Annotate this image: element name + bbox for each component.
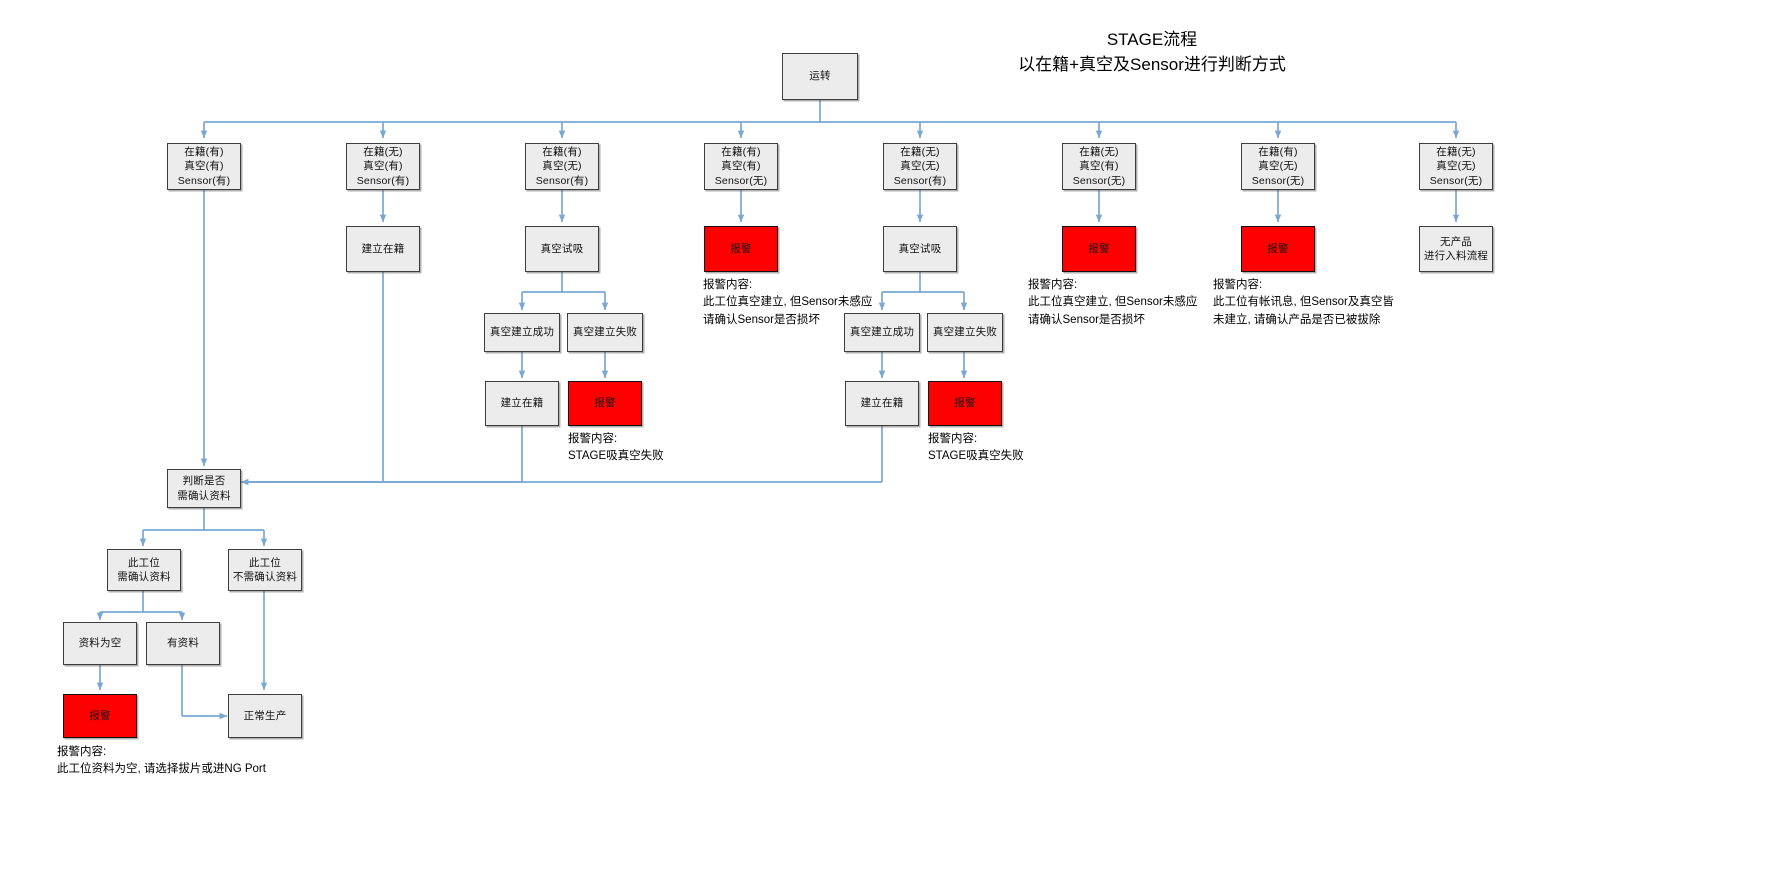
node-col5-vacuum-test[interactable]: 真空试吸 — [883, 226, 957, 272]
node-col6-alarm[interactable]: 报警 — [1062, 226, 1136, 272]
node-final-alarm[interactable]: 报警 — [63, 694, 137, 738]
node-col3-vacuum-fail[interactable]: 真空建立失败 — [567, 313, 643, 352]
note-final-alarm-content: 报警内容: 此工位资料为空, 请选择拔片或进NG Port — [57, 746, 266, 776]
node-station-no-confirm[interactable]: 此工位 不需确认资料 — [228, 549, 302, 591]
node-condition-7[interactable]: 在籍(有) 真空(无) Sensor(无) — [1241, 143, 1315, 190]
node-data-empty[interactable]: 资料为空 — [63, 622, 137, 665]
node-condition-3[interactable]: 在籍(有) 真空(无) Sensor(有) — [525, 143, 599, 190]
node-col3-alarm[interactable]: 报警 — [568, 381, 642, 426]
diagram-title-line-2: 以在籍+真空及Sensor进行判断方式 — [1018, 54, 1286, 74]
node-col5-vacuum-fail[interactable]: 真空建立失败 — [927, 313, 1003, 352]
note-col6-alarm-content: 报警内容: 此工位真空建立, 但Sensor未感应 请确认Sensor是否损坏 — [1028, 279, 1198, 326]
node-normal-production[interactable]: 正常生产 — [228, 694, 302, 738]
node-data-present[interactable]: 有资料 — [146, 622, 220, 665]
diagram-title: STAGE流程 以在籍+真空及Sensor进行判断方式 — [882, 28, 1422, 77]
node-root-operation[interactable]: 运转 — [782, 53, 858, 100]
node-condition-6[interactable]: 在籍(无) 真空(有) Sensor(无) — [1062, 143, 1136, 190]
node-col3-vacuum-test[interactable]: 真空试吸 — [525, 226, 599, 272]
node-col8-no-product[interactable]: 无产品 进行入料流程 — [1419, 226, 1493, 272]
node-judge-need-data-confirm[interactable]: 判断是否 需确认资料 — [167, 469, 241, 508]
node-col2-create-registration[interactable]: 建立在籍 — [346, 226, 420, 272]
node-condition-2[interactable]: 在籍(无) 真空(有) Sensor(有) — [346, 143, 420, 190]
node-station-needs-confirm[interactable]: 此工位 需确认资料 — [107, 549, 181, 591]
note-col7-alarm-content: 报警内容: 此工位有帐讯息, 但Sensor及真空皆 未建立, 请确认产品是否已… — [1213, 279, 1394, 326]
node-col3-vacuum-success[interactable]: 真空建立成功 — [484, 313, 560, 352]
note-col5-alarm-content: 报警内容: STAGE吸真空失败 — [928, 433, 1024, 463]
node-col3-create-registration[interactable]: 建立在籍 — [485, 381, 559, 426]
diagram-title-line-1: STAGE流程 — [1106, 30, 1198, 49]
note-col4-alarm-content: 报警内容: 此工位真空建立, 但Sensor未感应 请确认Sensor是否损坏 — [703, 279, 873, 326]
node-col7-alarm[interactable]: 报警 — [1241, 226, 1315, 272]
node-col5-vacuum-success[interactable]: 真空建立成功 — [844, 313, 920, 352]
note-col3-alarm-content: 报警内容: STAGE吸真空失败 — [568, 433, 664, 463]
node-condition-1[interactable]: 在籍(有) 真空(有) Sensor(有) — [167, 143, 241, 190]
node-col5-alarm[interactable]: 报警 — [928, 381, 1002, 426]
node-col5-create-registration[interactable]: 建立在籍 — [845, 381, 919, 426]
node-col4-alarm[interactable]: 报警 — [704, 226, 778, 272]
node-condition-8[interactable]: 在籍(无) 真空(无) Sensor(无) — [1419, 143, 1493, 190]
node-condition-4[interactable]: 在籍(有) 真空(有) Sensor(无) — [704, 143, 778, 190]
node-condition-5[interactable]: 在籍(无) 真空(无) Sensor(有) — [883, 143, 957, 190]
